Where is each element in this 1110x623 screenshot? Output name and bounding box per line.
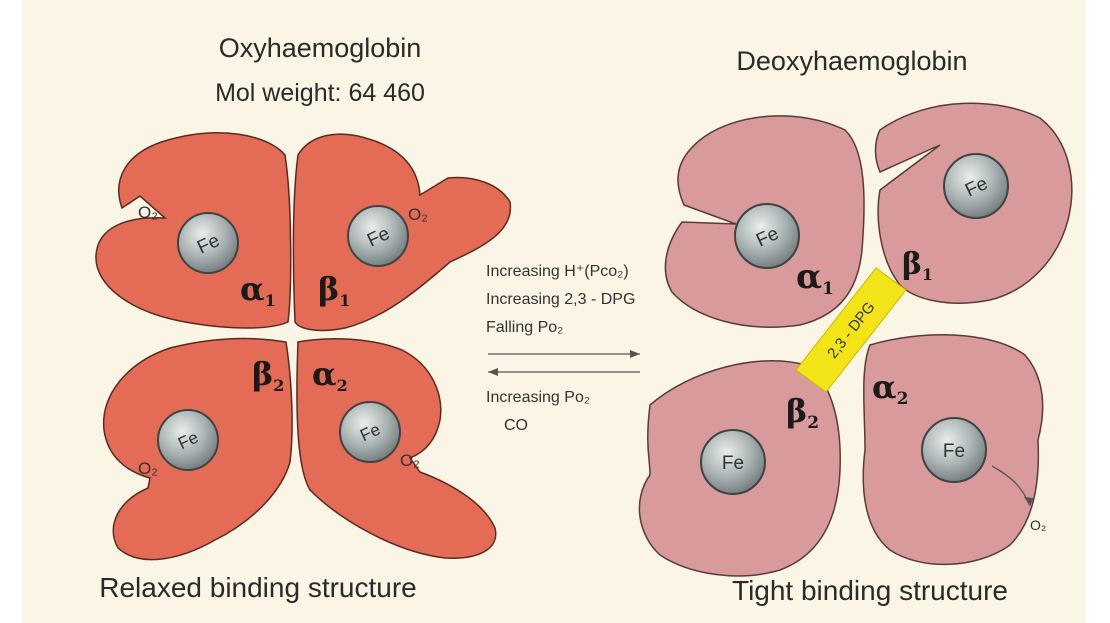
- oxy-o2-alpha1: O₂: [138, 203, 158, 222]
- deoxy-title: Deoxyhaemoglobin: [736, 46, 967, 76]
- forward-arrowhead: [630, 350, 640, 358]
- oxy-o2-beta2: O₂: [138, 459, 158, 478]
- condition-forward-3: Falling Po₂: [486, 319, 563, 336]
- condition-reverse-2: CO: [504, 417, 528, 434]
- oxy-subunits: [96, 133, 511, 560]
- deoxy-fe-alpha2: Fe: [943, 441, 965, 462]
- deoxy-fe-beta2: Fe: [722, 453, 744, 474]
- conditions-reverse: Increasing Po₂ CO: [486, 389, 590, 434]
- oxy-mol-weight: Mol weight: 64 460: [215, 79, 425, 107]
- oxy-footer: Relaxed binding structure: [99, 572, 417, 603]
- deoxy-released-o2: O₂: [1030, 517, 1046, 533]
- condition-forward-1: Increasing H⁺(Pco₂): [486, 263, 629, 280]
- deoxy-footer: Tight binding structure: [732, 575, 1008, 606]
- condition-reverse-1: Increasing Po₂: [486, 389, 590, 406]
- reverse-arrowhead: [488, 368, 498, 376]
- oxy-title: Oxyhaemoglobin: [219, 33, 422, 63]
- conditions-forward: Increasing H⁺(Pco₂) Increasing 2,3 - DPG…: [486, 263, 635, 336]
- oxy-o2-beta1: O₂: [408, 205, 428, 224]
- oxy-o2-alpha2: O₂: [400, 451, 420, 470]
- condition-forward-2: Increasing 2,3 - DPG: [486, 291, 635, 308]
